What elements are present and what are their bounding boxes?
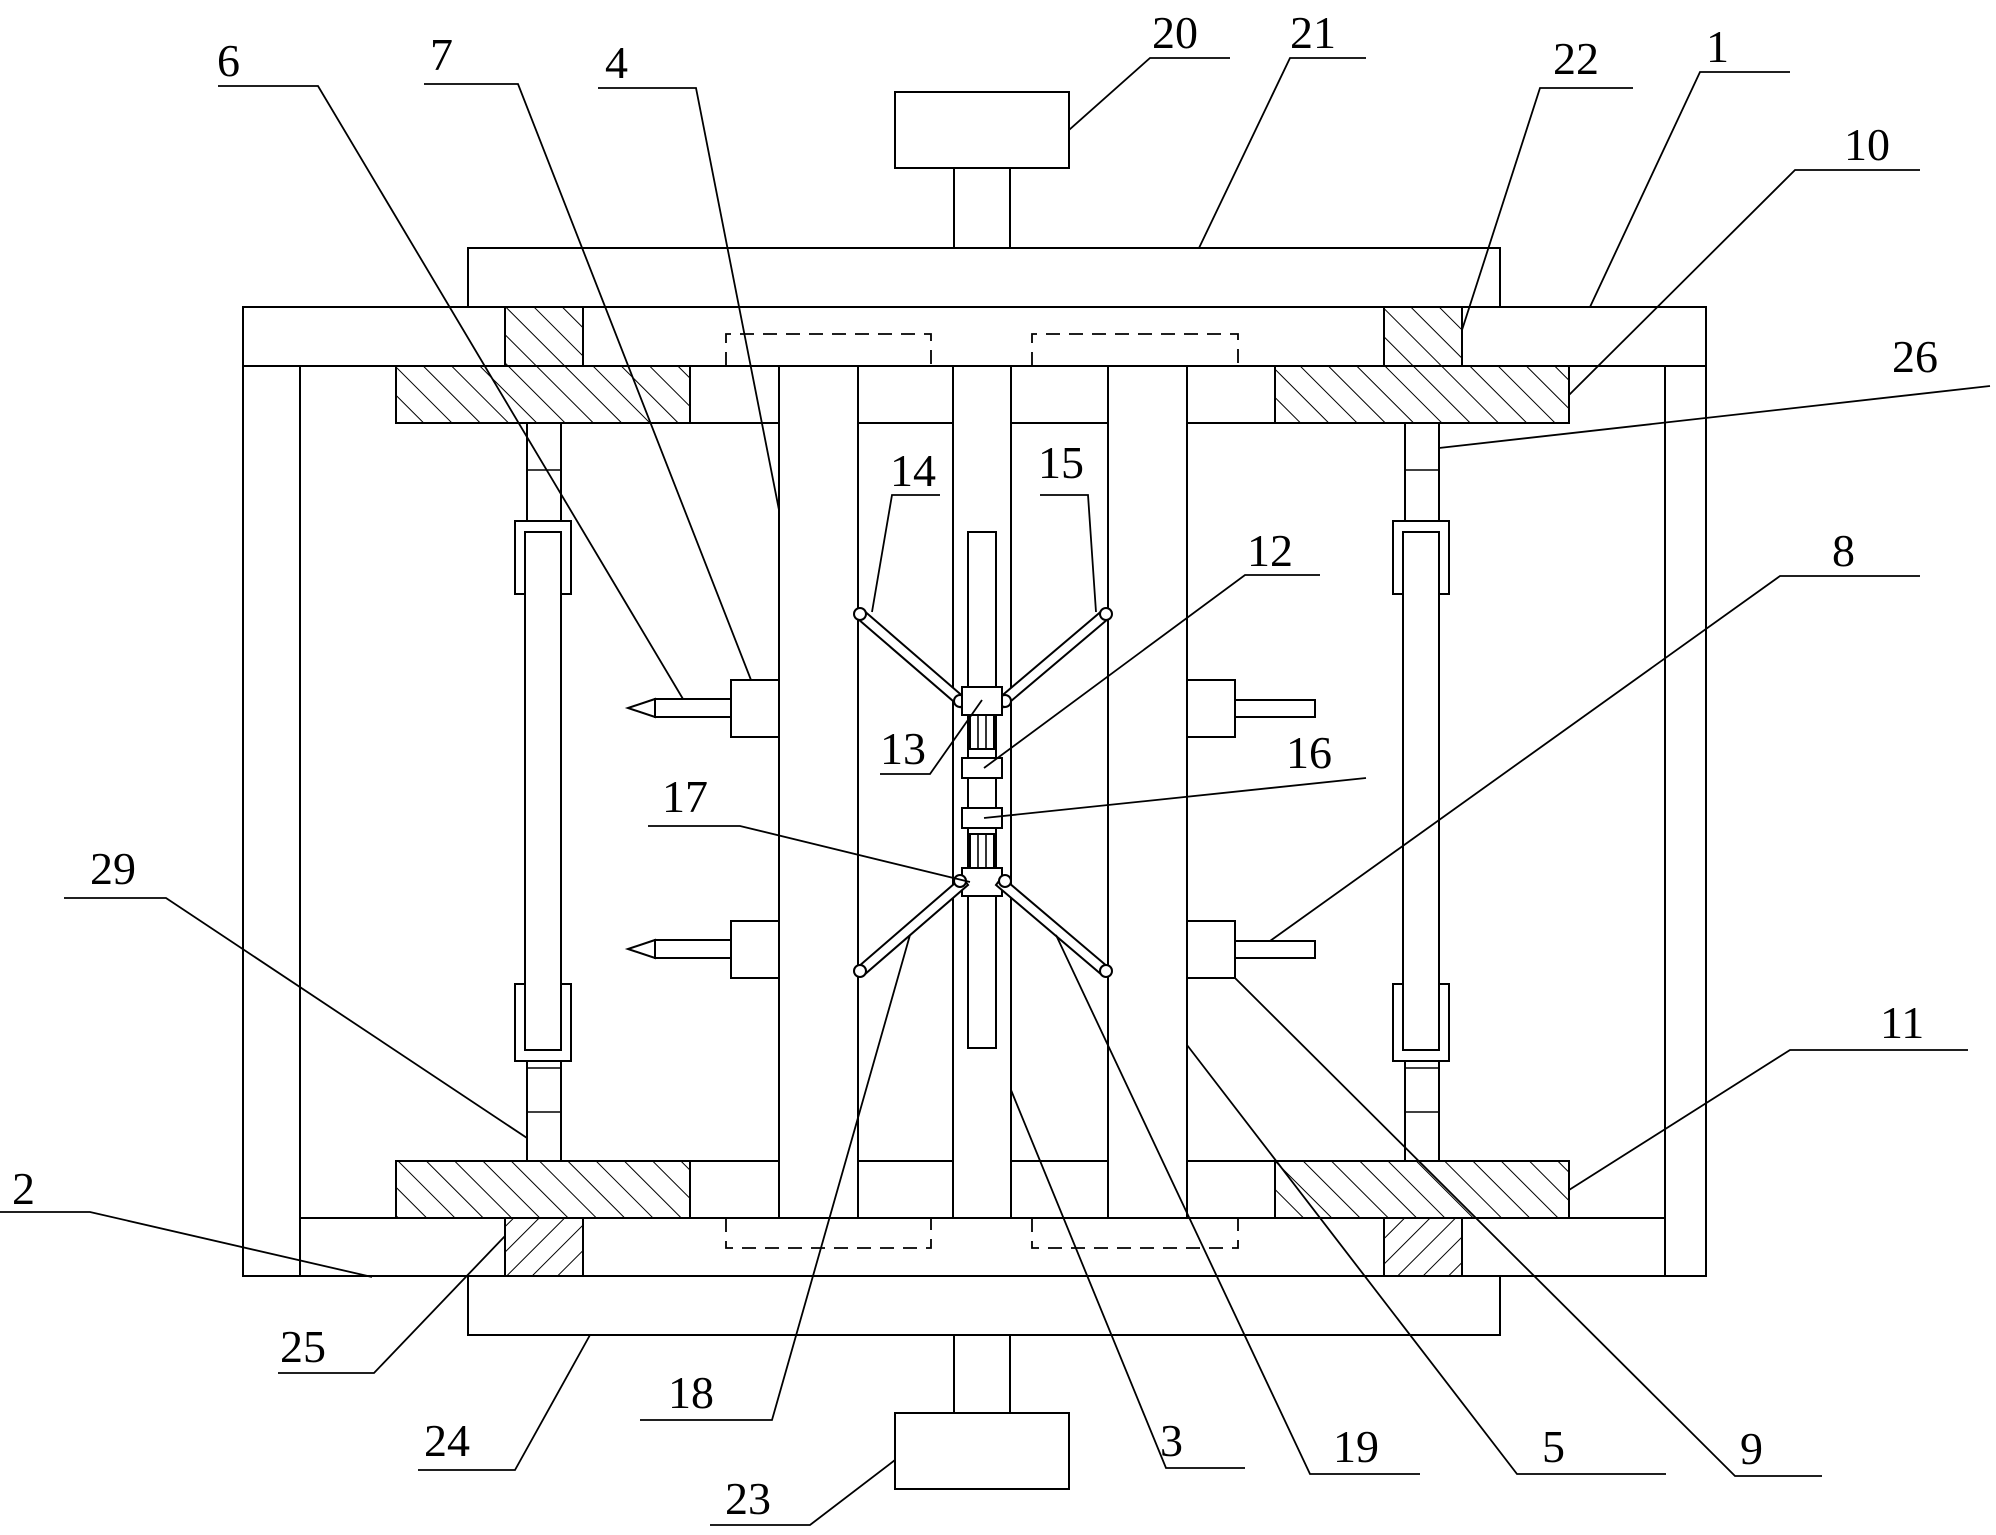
right-inner-column [1108,366,1187,1218]
bottom-motor [895,1413,1069,1489]
label-14: 14 [890,445,936,496]
left-lower-needle-tip [628,940,655,958]
right-upper-rod [1235,700,1315,717]
label-18: 18 [668,1367,714,1418]
label-20: 20 [1152,7,1198,58]
leader-15 [1040,495,1096,612]
leader-21 [1199,58,1366,248]
lower-right-link-arm [996,877,1108,975]
label-12: 12 [1247,525,1293,576]
label-11: 11 [1880,997,1924,1048]
bottom-motor-shaft [954,1335,1010,1413]
left-telescopic-rod [515,423,571,1161]
label-13: 13 [880,723,926,774]
lower-right-pivot [1100,965,1112,977]
leader-1 [1590,72,1790,307]
upper-slider-stem [970,715,994,749]
left-upper-pusher-block [731,680,779,737]
label-16: 16 [1286,727,1332,778]
label-21: 21 [1290,7,1336,58]
left-lower-needle-rod [655,940,731,958]
right-lower-pusher-block [1187,921,1235,978]
upper-guide-block-left [396,366,690,423]
label-8: 8 [1832,525,1855,576]
top-motor [895,92,1069,168]
label-3: 3 [1160,1415,1183,1466]
bottom-bearing-left [505,1218,583,1276]
label-2: 2 [12,1163,35,1214]
right-rod-sleeve [1403,532,1439,1050]
lower-right-joint [999,875,1011,887]
right-lower-rod [1235,941,1315,958]
left-lower-pusher [628,921,779,978]
central-columns [779,366,1187,1218]
label-19: 19 [1333,1421,1379,1472]
upper-left-pivot [854,608,866,620]
label-24: 24 [424,1415,470,1466]
lower-left-link-arm [858,877,968,975]
label-6: 6 [217,35,240,86]
left-upper-needle-rod [655,699,731,717]
left-lower-pusher-block [731,921,779,978]
label-25: 25 [280,1321,326,1372]
label-17: 17 [662,771,708,822]
top-motor-shaft [954,168,1010,248]
lower-left-pivot [854,965,866,977]
right-lower-pusher [1187,921,1315,978]
top-bearing-right [1384,307,1462,366]
label-5: 5 [1542,1421,1565,1472]
upper-right-pivot [1100,608,1112,620]
label-7: 7 [430,29,453,80]
upper-stop-block [962,758,1002,778]
left-rod-sleeve [525,532,561,1050]
label-23: 23 [725,1473,771,1524]
upper-right-link-arm [998,609,1108,707]
lower-guide-block-left [396,1161,690,1218]
label-29: 29 [90,843,136,894]
leader-20 [1069,58,1230,130]
right-telescopic-rod [1393,423,1449,1161]
left-inner-column [779,366,858,1218]
bottom-bearing-right [1384,1218,1462,1276]
left-upper-pusher [628,680,779,737]
central-guide-rail [968,532,996,1048]
lower-guide-block-right [1275,1161,1569,1218]
label-22: 22 [1553,33,1599,84]
label-1: 1 [1706,21,1729,72]
leader-8 [1270,576,1920,941]
top-plate [243,307,1706,366]
label-4: 4 [605,37,628,88]
leader-11 [1569,1050,1968,1190]
lower-stop-block [962,808,1002,828]
top-drive-assembly [468,92,1500,307]
bottom-rotating-plate [468,1276,1500,1335]
label-15: 15 [1038,437,1084,488]
label-10: 10 [1844,119,1890,170]
upper-guide-block-right [1275,366,1569,423]
upper-left-link-arm [858,609,966,707]
label-9: 9 [1740,1423,1763,1474]
right-upper-pusher-block [1187,680,1235,737]
top-rotating-plate [468,248,1500,307]
left-column [243,366,300,1276]
lower-slider-stem [970,834,994,868]
left-upper-needle-tip [628,699,655,717]
top-bearing-left [505,307,583,366]
right-column-outer [1665,366,1706,1276]
leader-14 [872,495,940,612]
label-26: 26 [1892,331,1938,382]
